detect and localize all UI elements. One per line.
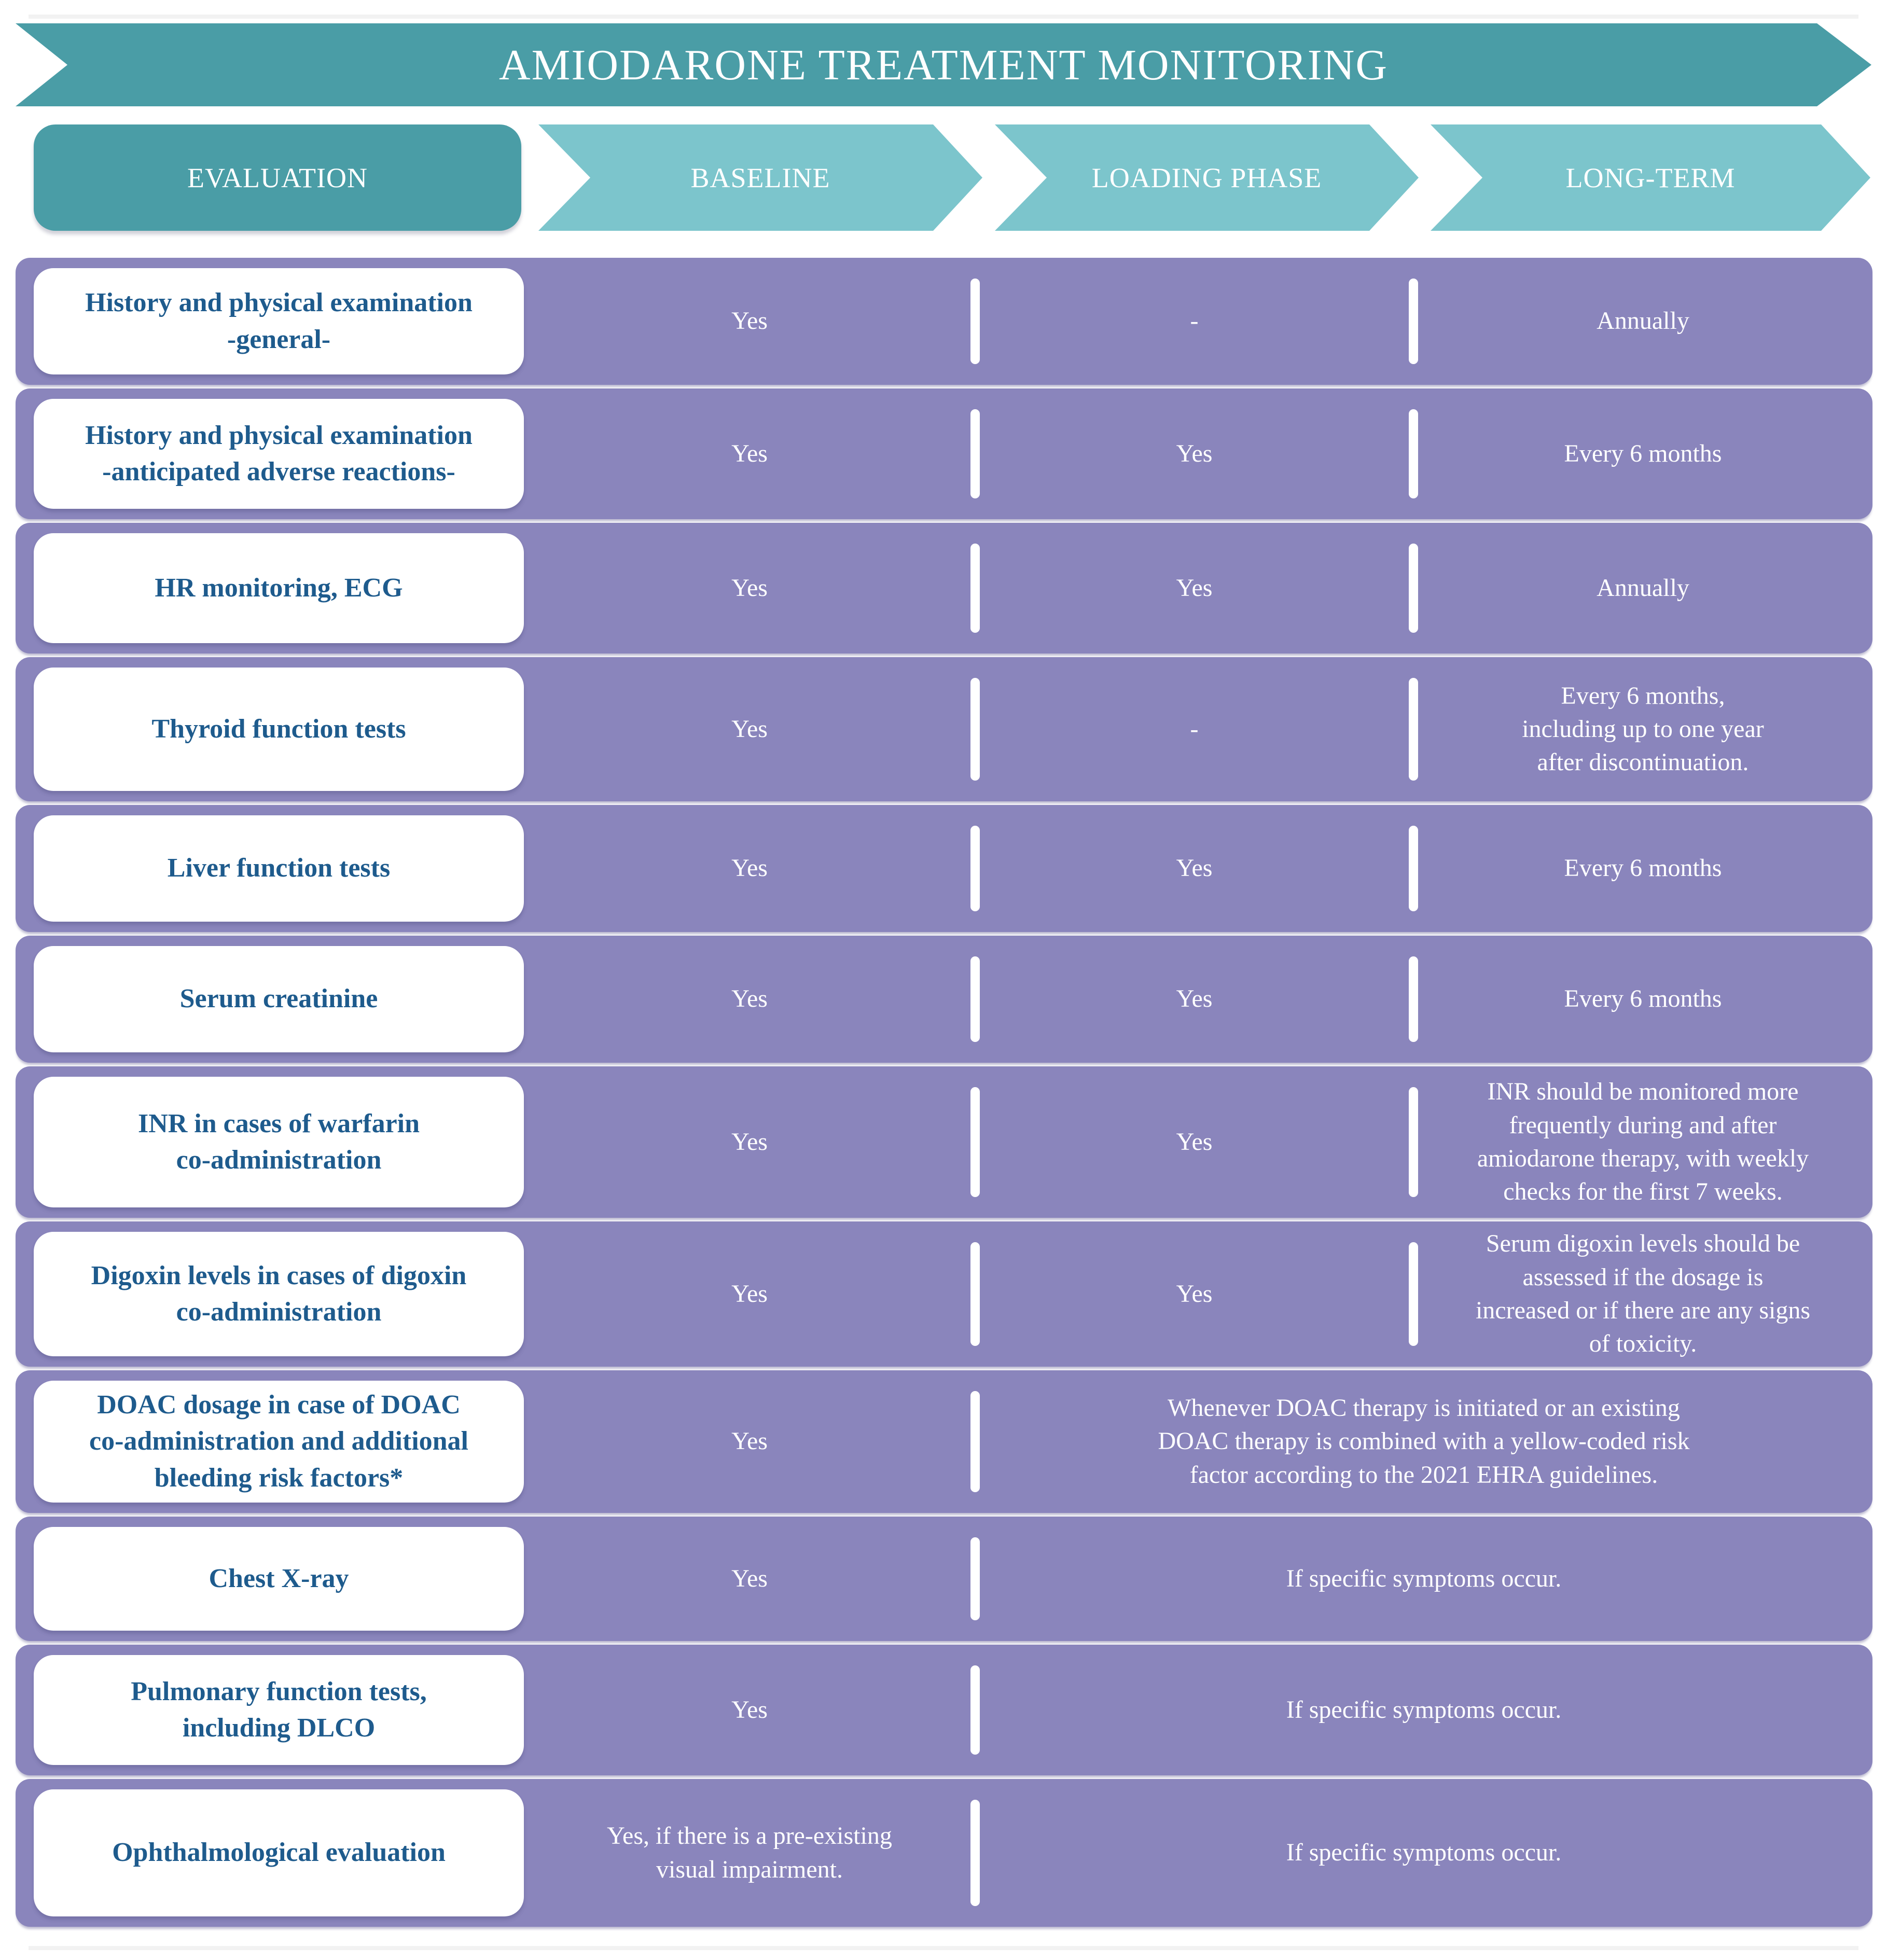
column-separator (970, 544, 980, 633)
evaluation-label: History and physical examination -antici… (34, 399, 524, 509)
loading-phase-cell: Yes (1176, 574, 1213, 602)
column-separator (970, 678, 980, 781)
loading-and-long-term-merged-cell: Whenever DOAC therapy is initiated or an… (1158, 1394, 1690, 1489)
column-separator (1409, 544, 1418, 633)
column-separator (970, 1087, 980, 1197)
table-row: DOAC dosage in case of DOAC co-administr… (16, 1370, 1872, 1513)
evaluation-label: Chest X-ray (34, 1527, 524, 1631)
title-banner: AMIODARONE TREATMENT MONITORING (16, 23, 1871, 106)
baseline-cell: Yes (731, 854, 768, 882)
column-separator (970, 826, 980, 911)
table-row: Pulmonary function tests, including DLCO… (16, 1645, 1872, 1775)
table-row: INR in cases of warfarin co-administrati… (16, 1066, 1872, 1218)
loading-and-long-term-merged-cell: If specific symptoms occur. (1286, 1695, 1562, 1723)
table-row: Liver function tests Yes Yes Every 6 mon… (16, 805, 1872, 932)
long-term-cell: INR should be monitored more frequently … (1477, 1078, 1809, 1206)
evaluation-label: Ophthalmological evaluation (34, 1789, 524, 1916)
table-row: HR monitoring, ECG Yes Yes Annually (16, 523, 1872, 654)
evaluation-label: HR monitoring, ECG (34, 533, 524, 643)
column-header-baseline: BASELINE (538, 124, 982, 231)
table-row: History and physical examination -antici… (16, 388, 1872, 519)
long-term-cell: Every 6 months (1564, 985, 1722, 1013)
long-term-cell: Every 6 months (1564, 854, 1722, 882)
long-term-cell: Serum digoxin levels should be assessed … (1475, 1230, 1811, 1358)
baseline-cell: Yes (731, 439, 768, 467)
long-term-cell: Every 6 months (1564, 439, 1722, 467)
column-header-evaluation-label: EVALUATION (187, 162, 368, 193)
column-separator (970, 1800, 980, 1906)
column-header-loading-phase-label: LOADING PHASE (1091, 162, 1322, 193)
column-separator (970, 1665, 980, 1755)
column-separator (1409, 279, 1418, 364)
baseline-cell: Yes (731, 307, 768, 335)
column-header-loading-phase: LOADING PHASE (995, 124, 1419, 231)
evaluation-label: Digoxin levels in cases of digoxin co-ad… (34, 1232, 524, 1356)
loading-phase-cell: - (1190, 307, 1199, 335)
column-separator (1409, 678, 1418, 781)
baseline-cell: Yes (731, 574, 768, 602)
column-separator (970, 409, 980, 498)
column-separator (970, 1537, 980, 1620)
evaluation-label: History and physical examination -genera… (34, 268, 524, 374)
loading-phase-cell: Yes (1176, 985, 1213, 1013)
baseline-cell: Yes (731, 1128, 768, 1156)
loading-phase-cell: Yes (1176, 439, 1213, 467)
column-header-evaluation: EVALUATION (34, 124, 521, 231)
baseline-cell: Yes (731, 1280, 768, 1308)
evaluation-label: Pulmonary function tests, including DLCO (34, 1655, 524, 1765)
evaluation-label: DOAC dosage in case of DOAC co-administr… (34, 1381, 524, 1503)
column-separator (1409, 826, 1418, 911)
long-term-cell: Annually (1597, 574, 1689, 602)
baseline-cell: Yes (731, 985, 768, 1013)
loading-and-long-term-merged-cell: If specific symptoms occur. (1286, 1564, 1562, 1592)
baseline-cell: Yes (731, 715, 768, 743)
table-row: History and physical examination -genera… (16, 258, 1872, 385)
table-row: Ophthalmological evaluation Yes, if ther… (16, 1779, 1872, 1927)
table-row: Chest X-ray Yes If specific symptoms occ… (16, 1517, 1872, 1641)
page-title: AMIODARONE TREATMENT MONITORING (499, 40, 1388, 89)
column-header-long-term-label: LONG-TERM (1565, 162, 1736, 193)
column-separator (970, 956, 980, 1042)
monitoring-table-body: History and physical examination -genera… (16, 258, 1872, 1927)
top-divider (29, 15, 1858, 19)
column-separator (1409, 956, 1418, 1042)
column-separator (970, 1391, 980, 1492)
table-row: Serum creatinine Yes Yes Every 6 months (16, 936, 1872, 1063)
loading-phase-cell: Yes (1176, 1128, 1213, 1156)
loading-phase-cell: - (1190, 715, 1199, 743)
table-row: Digoxin levels in cases of digoxin co-ad… (16, 1221, 1872, 1367)
evaluation-label: Serum creatinine (34, 946, 524, 1052)
evaluation-label: Liver function tests (34, 815, 524, 922)
column-header-long-term: LONG-TERM (1431, 124, 1870, 231)
column-separator (1409, 1087, 1418, 1197)
evaluation-label: Thyroid function tests (34, 668, 524, 791)
column-separator (1409, 409, 1418, 498)
baseline-cell: Yes (731, 1564, 768, 1592)
baseline-cell: Yes (731, 1427, 768, 1455)
column-header-baseline-label: BASELINE (690, 162, 830, 193)
table-row: Thyroid function tests Yes - Every 6 mon… (16, 657, 1872, 801)
column-separator (1409, 1242, 1418, 1346)
loading-phase-cell: Yes (1176, 1280, 1213, 1308)
baseline-cell: Yes (731, 1695, 768, 1723)
loading-and-long-term-merged-cell: If specific symptoms occur. (1286, 1839, 1562, 1867)
column-separator (970, 1242, 980, 1346)
bottom-divider (29, 1946, 1858, 1950)
evaluation-label: INR in cases of warfarin co-administrati… (34, 1077, 524, 1207)
baseline-cell: Yes, if there is a pre-existing visual i… (607, 1822, 892, 1883)
loading-phase-cell: Yes (1176, 854, 1213, 882)
column-separator (970, 279, 980, 364)
long-term-cell: Every 6 months, including up to one year… (1522, 682, 1764, 776)
long-term-cell: Annually (1597, 307, 1689, 335)
